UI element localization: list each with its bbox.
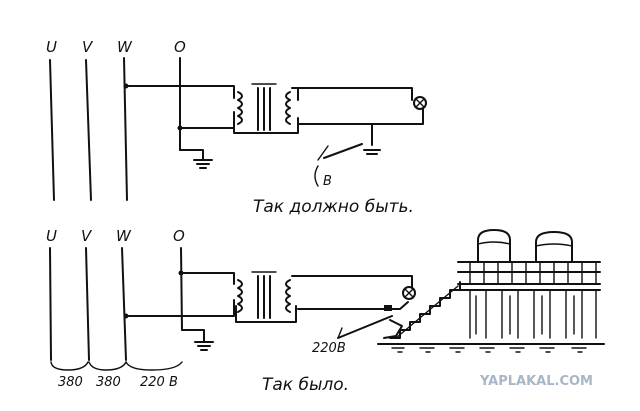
- bottom-voltage-uv: 380: [58, 375, 83, 390]
- bottom-ground-icon: [194, 341, 214, 351]
- bottom-bus-u: [49, 247, 52, 361]
- top-secondary-wire-upper: [297, 87, 413, 101]
- bottom-voltage-bracket-vw: [88, 361, 127, 371]
- staircase-stringer: [395, 285, 459, 339]
- top-switch-lever: [323, 143, 363, 159]
- top-bus-w: [123, 57, 128, 201]
- top-caption: Так должно быть.: [253, 197, 414, 217]
- top-lamp-icon: [413, 96, 427, 110]
- top-primary-wire-1: [125, 85, 235, 99]
- top-ground-wire: [179, 149, 204, 161]
- bottom-switch-tick: [337, 327, 343, 339]
- right-tank: [535, 231, 573, 263]
- bottom-caption: Так было.: [262, 375, 349, 395]
- bottom-transformer-primary-coil: [237, 279, 243, 313]
- top-circuit: U V W O: [46, 38, 427, 217]
- bottom-lamp-cross: [404, 288, 414, 298]
- bottom-transformer-base: [235, 305, 297, 323]
- bottom-voltage-bracket-uv: [50, 361, 89, 371]
- top-phase-v-label: V: [82, 38, 94, 56]
- top-bus-u: [49, 59, 55, 201]
- support-hatching: [475, 295, 575, 335]
- top-switch-ground-icon: [363, 149, 381, 155]
- left-tank-rim: [477, 241, 511, 245]
- floor-ground-marks: [391, 347, 587, 353]
- bottom-lamp-icon: [402, 286, 416, 300]
- bottom-switch-contact: [384, 305, 392, 311]
- bottom-voltage-bracket-wo: [125, 361, 183, 371]
- right-tank-rim: [535, 243, 573, 247]
- top-transformer-base: [233, 117, 299, 134]
- top-switch-tick: [317, 145, 329, 161]
- deck-railing-posts: [469, 261, 597, 285]
- top-bus-v: [85, 59, 92, 201]
- top-primary-wire-2: [179, 111, 235, 129]
- bottom-bus-v: [85, 247, 90, 361]
- bottom-switch-lever: [337, 315, 393, 339]
- top-phase-u-label: U: [46, 38, 57, 56]
- top-phase-w-label: W: [117, 38, 133, 56]
- bottom-phase-v-label: V: [81, 227, 93, 245]
- bottom-secondary-wire-upper: [297, 275, 413, 289]
- bottom-transformer-core: [257, 275, 271, 319]
- bottom-transformer-secondary-coil: [285, 279, 291, 313]
- bottom-switch-voltage-label: 220B: [312, 341, 346, 356]
- top-switch-label: B: [323, 174, 332, 189]
- top-transformer-secondary-coil: [285, 91, 291, 125]
- top-ground-icon: [193, 159, 213, 169]
- bottom-bus-neutral: [180, 247, 183, 331]
- top-secondary-wire-lower: [297, 107, 424, 125]
- bottom-voltage-wo: 220 B: [140, 375, 178, 390]
- bottom-voltage-vw: 380: [96, 375, 121, 390]
- bottom-neutral-o-label: O: [173, 227, 185, 245]
- support-posts: [469, 289, 597, 339]
- watermark-text: YAPLAKAL.COM: [479, 374, 593, 389]
- bottom-phase-w-label: W: [116, 227, 132, 245]
- top-switch-arc: [314, 165, 319, 187]
- top-transformer-core: [257, 87, 271, 131]
- left-tank: [477, 229, 511, 263]
- bottom-primary-wire-2: [125, 299, 235, 317]
- staircase: [389, 281, 461, 339]
- bottom-primary-wire-1: [180, 272, 235, 285]
- bottom-phase-u-label: U: [46, 227, 57, 245]
- platform-illustration: [377, 229, 605, 353]
- top-lamp-cross: [415, 98, 425, 108]
- top-neutral-o-label: O: [174, 38, 186, 56]
- bottom-secondary-wire-lower: [297, 301, 409, 310]
- top-transformer-primary-coil: [237, 91, 243, 125]
- top-secondary-tap: [291, 87, 299, 101]
- bottom-circuit: U V W O 220B 380: [46, 227, 416, 395]
- bottom-ground-wire: [181, 329, 205, 343]
- bottom-bus-w: [121, 247, 127, 361]
